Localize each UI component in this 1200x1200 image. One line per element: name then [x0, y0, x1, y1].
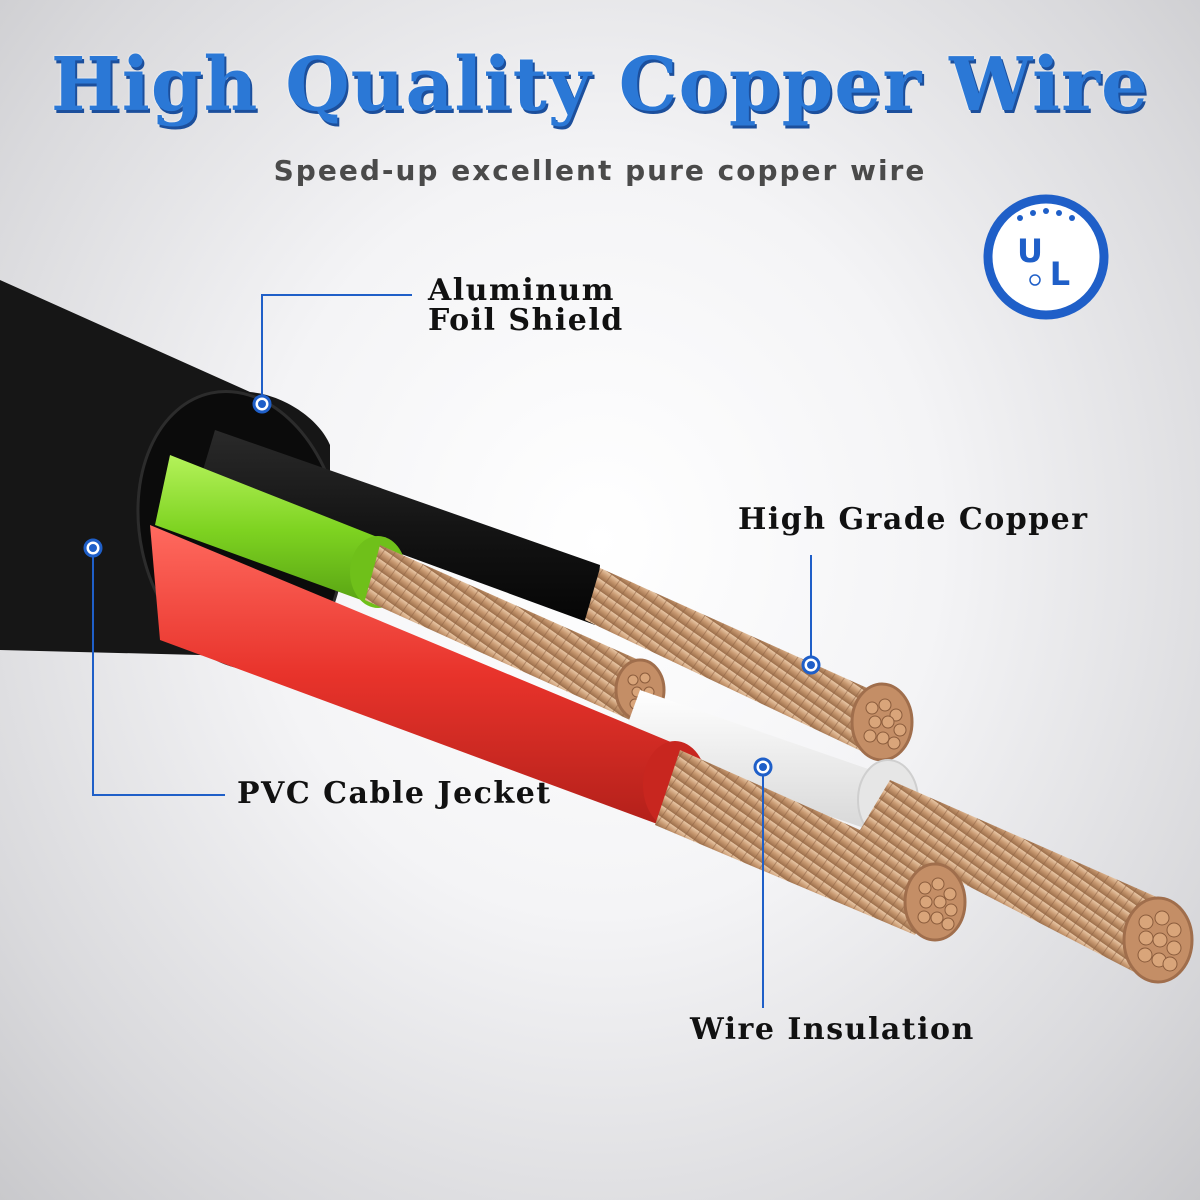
- svg-text:L: L: [1050, 255, 1070, 293]
- black-wire-strand-ends: [863, 698, 907, 750]
- label-aluminum-foil-shield: Aluminum Foil Shield: [428, 276, 624, 336]
- callout-lines: [92, 294, 812, 1008]
- label-aluminum-line2: Foil Shield: [428, 303, 624, 338]
- black-wire: [200, 430, 914, 762]
- page-subtitle: Speed-up excellent pure copper wire: [273, 154, 927, 187]
- red-wire: [150, 525, 967, 942]
- svg-text:U: U: [1017, 232, 1043, 270]
- label-aluminum-line1: Aluminum: [428, 273, 615, 308]
- callout-dots: [83, 394, 821, 777]
- label-pvc-cable-jacket: PVC Cable Jecket: [237, 776, 552, 811]
- callout-aluminum: [261, 294, 412, 404]
- label-high-grade-copper: High Grade Copper: [738, 502, 1089, 537]
- label-wire-insulation: Wire Insulation: [690, 1012, 975, 1047]
- callout-pvc: [92, 548, 225, 796]
- page-title: High Quality Copper Wire: [50, 42, 1150, 128]
- ul-certification-icon: U L: [983, 194, 1109, 320]
